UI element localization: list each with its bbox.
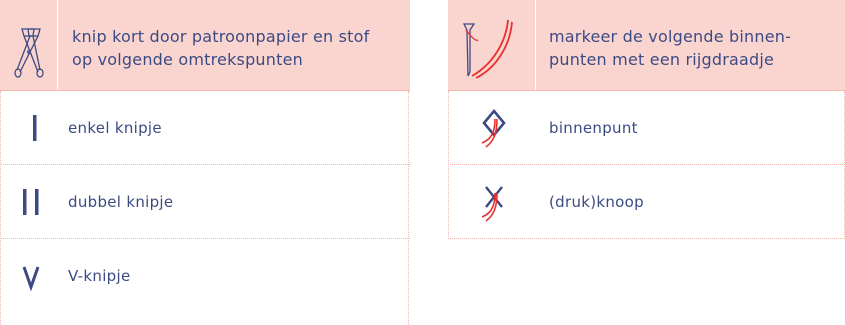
table-row: binnenpunt	[448, 91, 845, 165]
double-notch-icon	[23, 189, 39, 215]
row-label: enkel knipje	[68, 119, 162, 137]
marking-table: markeer de volgende binnen-punten met ee…	[448, 0, 845, 239]
v-notch-icon	[22, 266, 40, 291]
needle-thread-icon	[462, 19, 513, 79]
cutting-header-icon-cell	[0, 0, 58, 90]
marking-header: markeer de volgende binnen-punten met ee…	[448, 0, 845, 91]
table-row: enkel knipje	[0, 91, 410, 165]
scissors-icon	[14, 28, 44, 78]
table-row: dubbel knipje	[0, 165, 410, 239]
divider	[448, 91, 449, 239]
divider	[408, 91, 409, 325]
single-notch-icon	[33, 115, 37, 141]
row-label: dubbel knipje	[68, 193, 174, 211]
row-label: V-knipje	[68, 267, 131, 285]
row-label: binnenpunt	[549, 119, 638, 137]
cutting-header-text: knip kort door patroonpapier en stof op …	[72, 27, 370, 69]
table-row: V-knipje	[0, 239, 410, 313]
cutting-header: knip kort door patroonpapier en stof op …	[0, 0, 410, 91]
marking-header-text: markeer de volgende binnen-punten met ee…	[549, 27, 792, 69]
divider	[0, 91, 1, 325]
marking-header-icon-cell	[448, 0, 536, 90]
table-row: (druk)knoop	[448, 165, 845, 239]
row-label: (druk)knoop	[549, 193, 644, 211]
cutting-table: knip kort door patroonpapier en stof op …	[0, 0, 410, 313]
diamond-thread-icon	[481, 108, 506, 148]
cross-thread-icon	[481, 186, 503, 222]
